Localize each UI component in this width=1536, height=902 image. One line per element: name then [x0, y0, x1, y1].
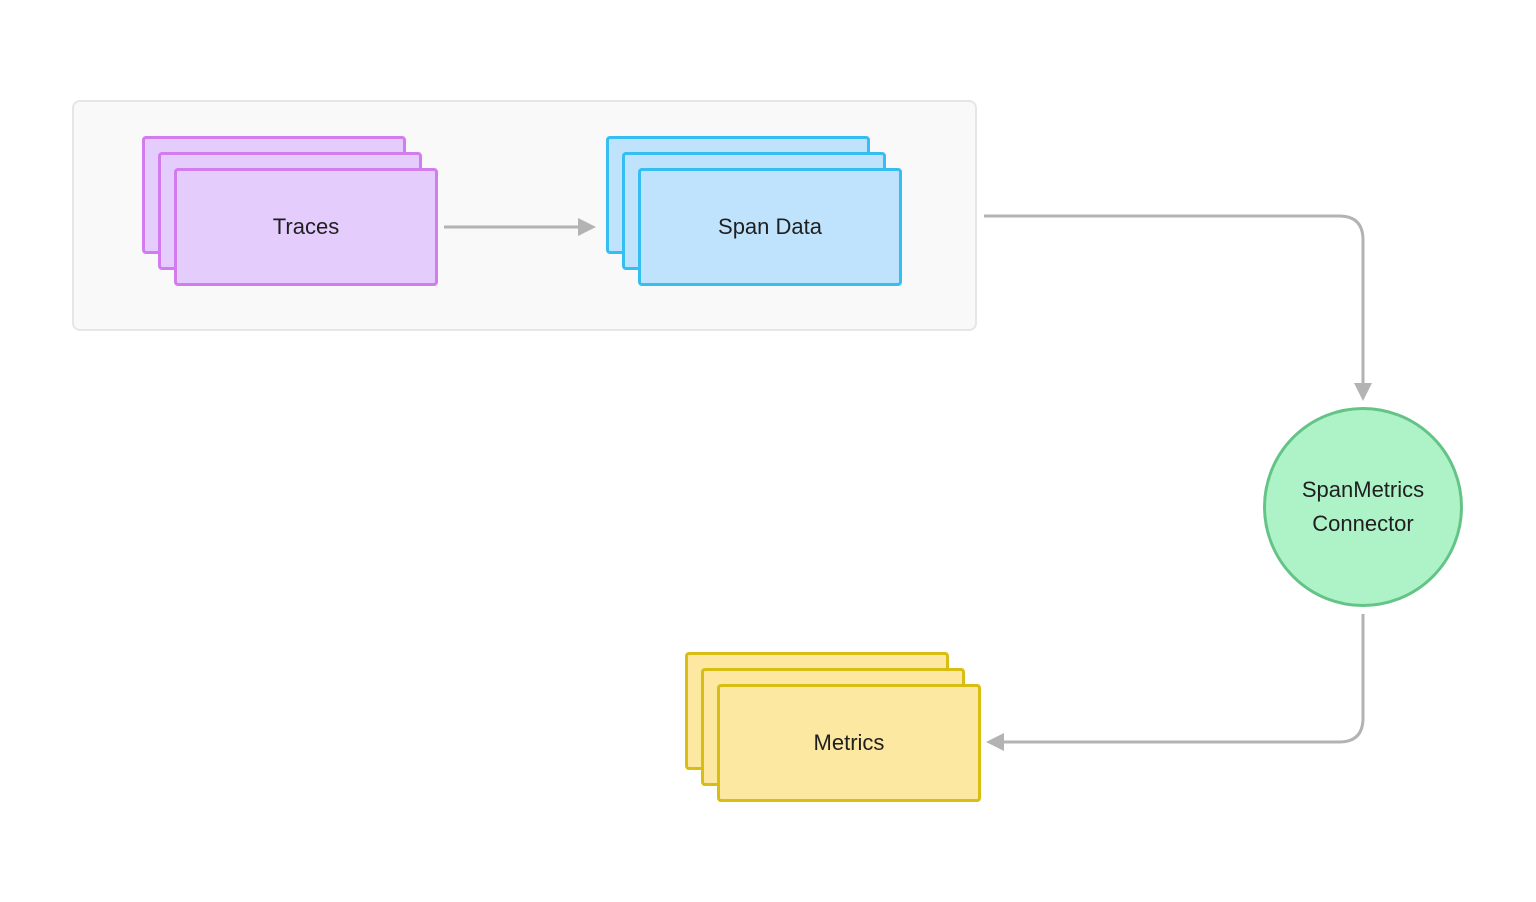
traces-card-front: Traces	[174, 168, 438, 286]
connector-label-line2: Connector	[1312, 511, 1414, 536]
span-data-card-front: Span Data	[638, 168, 902, 286]
connector-label: SpanMetrics Connector	[1266, 473, 1460, 541]
arrowhead-metrics	[986, 733, 1004, 751]
metrics-node[interactable]: Metrics	[685, 652, 981, 802]
traces-label: Traces	[272, 214, 340, 239]
metrics-card-front: Metrics	[717, 684, 981, 802]
arrowhead-connector	[1354, 383, 1372, 401]
edge-connector-to-metrics	[1002, 614, 1365, 744]
spanmetrics-connector-node[interactable]: SpanMetrics Connector	[1263, 407, 1463, 607]
edge-group-to-connector	[984, 214, 1365, 386]
arrowhead-span-data	[578, 218, 596, 236]
metrics-label: Metrics	[813, 730, 885, 755]
connector-label-line1: SpanMetrics	[1301, 477, 1425, 502]
span-data-label: Span Data	[718, 214, 822, 239]
span-data-node[interactable]: Span Data	[606, 136, 902, 286]
traces-node[interactable]: Traces	[142, 136, 438, 286]
